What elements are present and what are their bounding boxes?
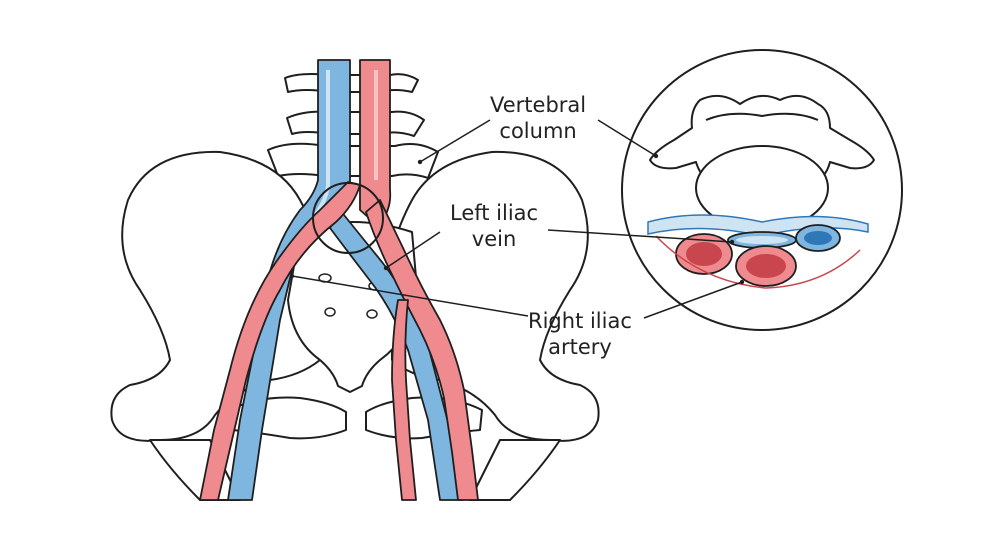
label-vertebral-column: Vertebral column: [490, 92, 586, 144]
leader-lines: [289, 119, 745, 319]
arteries: [199, 59, 479, 501]
internal-iliac-artery: [391, 299, 417, 501]
compression-highlight-circle: [312, 182, 384, 254]
leader-artery-pelvis: [291, 275, 529, 317]
vertebra-cross-section: [649, 94, 875, 231]
artery-cross-sections: [675, 233, 797, 287]
label-vein-line2: vein: [471, 227, 517, 251]
label-vertebral-line1: Vertebral: [490, 93, 587, 117]
fascia-artery-layer: [655, 235, 861, 289]
leader-vertebral-pelvis: [419, 119, 491, 163]
left-iliac-vein: [329, 209, 463, 501]
label-artery-line1: Right iliac: [528, 309, 632, 333]
veins: [227, 59, 463, 501]
leader-vertebral-inset: [597, 119, 657, 157]
label-left-iliac-vein: Left iliac vein: [450, 200, 538, 252]
leader-vein-inset: [547, 229, 733, 243]
label-artery-line2: artery: [548, 335, 612, 359]
leader-artery-inset: [643, 281, 743, 319]
femur-right: [469, 439, 561, 501]
label-vertebral-line2: column: [499, 119, 577, 143]
leader-vein-pelvis: [385, 231, 441, 269]
right-iliac-artery: [199, 181, 361, 501]
lumbar-vertebrae: [267, 73, 439, 179]
fascia-vein-layer: [647, 214, 869, 237]
label-right-iliac-artery: Right iliac artery: [528, 308, 632, 360]
label-vein-line1: Left iliac: [450, 201, 539, 225]
cross-section-inset: [621, 49, 903, 331]
